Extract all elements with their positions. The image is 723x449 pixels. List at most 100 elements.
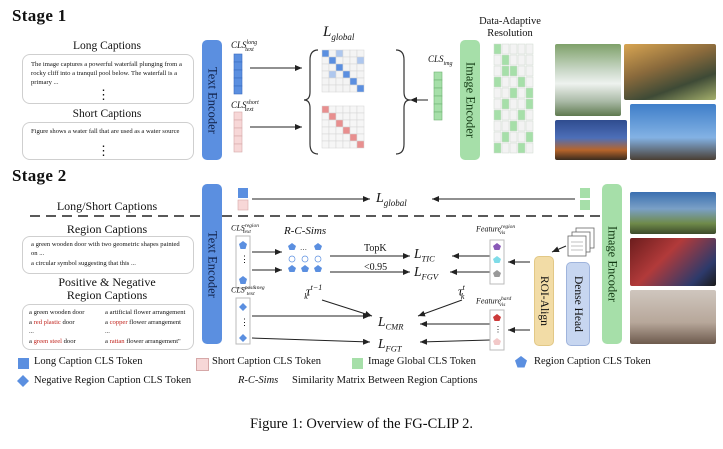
grid-cell: [328, 133, 337, 142]
grid-cell: [356, 133, 365, 142]
figure-caption: Figure 1: Overview of the FG-CLIP 2.: [250, 416, 473, 432]
patch-cell: [509, 142, 518, 154]
region-cls-column: [235, 235, 251, 289]
grid-cell: [335, 133, 344, 142]
pentagon-icon: [493, 243, 501, 250]
svg-text:⋮: ⋮: [240, 254, 249, 264]
grid-cell: [349, 63, 358, 72]
grid-cell: [349, 49, 358, 58]
patch-cell: [525, 65, 534, 77]
patch-cell: [509, 120, 518, 132]
grid-cell: [335, 56, 344, 65]
grid-cell: [342, 56, 351, 65]
image-encoder-stage2: Image Encoder: [602, 184, 622, 344]
patch-cell: [501, 54, 510, 66]
short-captions-title: Short Captions: [72, 108, 142, 120]
grid-cell: [342, 105, 351, 114]
patch-cell: [501, 65, 510, 77]
room-image: [630, 290, 716, 344]
landscape-image: [630, 192, 716, 234]
brace-icon: [395, 49, 411, 155]
pentagon-icon: [493, 314, 501, 321]
long-captions-title: Long Captions: [72, 40, 142, 52]
waterfall-image: [555, 44, 621, 116]
patch-cell: [509, 43, 518, 55]
grid-cell: [321, 77, 330, 86]
ellipsis: ⋮: [97, 143, 110, 158]
legend-long: Long Caption CLS Token: [34, 356, 143, 367]
grid-cell: [349, 119, 358, 128]
patch-cell: [493, 76, 502, 88]
grid-cell: [342, 133, 351, 142]
grid-cell: [321, 70, 330, 79]
cls-short-tokens: [233, 111, 243, 153]
text-encoder-stage1: Text Encoder: [202, 40, 222, 160]
legend-img-swatch: [352, 358, 363, 369]
grid-cell: [342, 84, 351, 93]
grid-cell: [335, 63, 344, 72]
patch-cell: [525, 87, 534, 99]
grid-cell: [349, 84, 358, 93]
patch-cell: [493, 87, 502, 99]
patch-cell: [509, 65, 518, 77]
image-encoder-stage1: Image Encoder: [460, 40, 480, 160]
legend-short: Short Caption CLS Token: [212, 356, 322, 367]
cls-region-label: CLSregiontext: [231, 223, 259, 236]
grid-cell: [342, 112, 351, 121]
patch-cell: [501, 109, 510, 121]
patch-cell: [517, 87, 526, 99]
grid-cell: [342, 63, 351, 72]
stage2-title: Stage 2: [12, 166, 67, 185]
pos-neg-row: ......: [29, 328, 110, 335]
grid-cell: [342, 126, 351, 135]
patch-cell: [525, 120, 534, 132]
patch-cell: [501, 120, 510, 132]
l-global-stage2: Lglobal: [376, 191, 407, 208]
short-cls-token: [237, 199, 249, 211]
patch-cell: [509, 109, 518, 121]
pentagon-icon: [239, 276, 247, 284]
patch-cell: [509, 131, 518, 143]
grid-cell: [356, 63, 365, 72]
grid-cell: [335, 112, 344, 121]
patch-cell: [525, 109, 534, 121]
svg-text:…: …: [300, 244, 307, 252]
patch-cell: [517, 142, 526, 154]
patch-cell: [501, 131, 510, 143]
patch-cell: [525, 142, 534, 154]
region-caption-2: a circular symbol suggesting that this .…: [31, 260, 136, 267]
grid-cell: [342, 70, 351, 79]
legend-neg: Negative Region Caption CLS Token: [34, 375, 192, 386]
stage1-title: Stage 1: [12, 6, 67, 25]
grid-cell: [342, 77, 351, 86]
brace-icon: [303, 49, 319, 155]
grid-cell: [321, 63, 330, 72]
grid-cell: [321, 84, 330, 93]
patch-cell: [517, 120, 526, 132]
patch-cell: [525, 54, 534, 66]
pentagon-icon: [493, 270, 501, 277]
patch-cell: [493, 98, 502, 110]
patch-cell: [517, 54, 526, 66]
document-stack-icon: [567, 227, 595, 257]
patch-cell: [525, 43, 534, 55]
grid-cell: [328, 119, 337, 128]
cls-short-label: CLSshorttext: [231, 100, 259, 113]
pentagon-icon: [493, 256, 501, 263]
patch-cell: [501, 142, 510, 154]
arrow-icon: [321, 299, 373, 317]
adaptive-patch-grid: [493, 43, 534, 154]
grid-cell: [349, 77, 358, 86]
grid-cell: [356, 119, 365, 128]
patch-cell: [517, 76, 526, 88]
grid-cell: [328, 140, 337, 149]
grid-cell: [335, 105, 344, 114]
feature-hard-column: [489, 309, 505, 351]
patch-cell: [517, 109, 526, 121]
cls-img-tokens: [433, 71, 443, 121]
grid-cell: [321, 140, 330, 149]
